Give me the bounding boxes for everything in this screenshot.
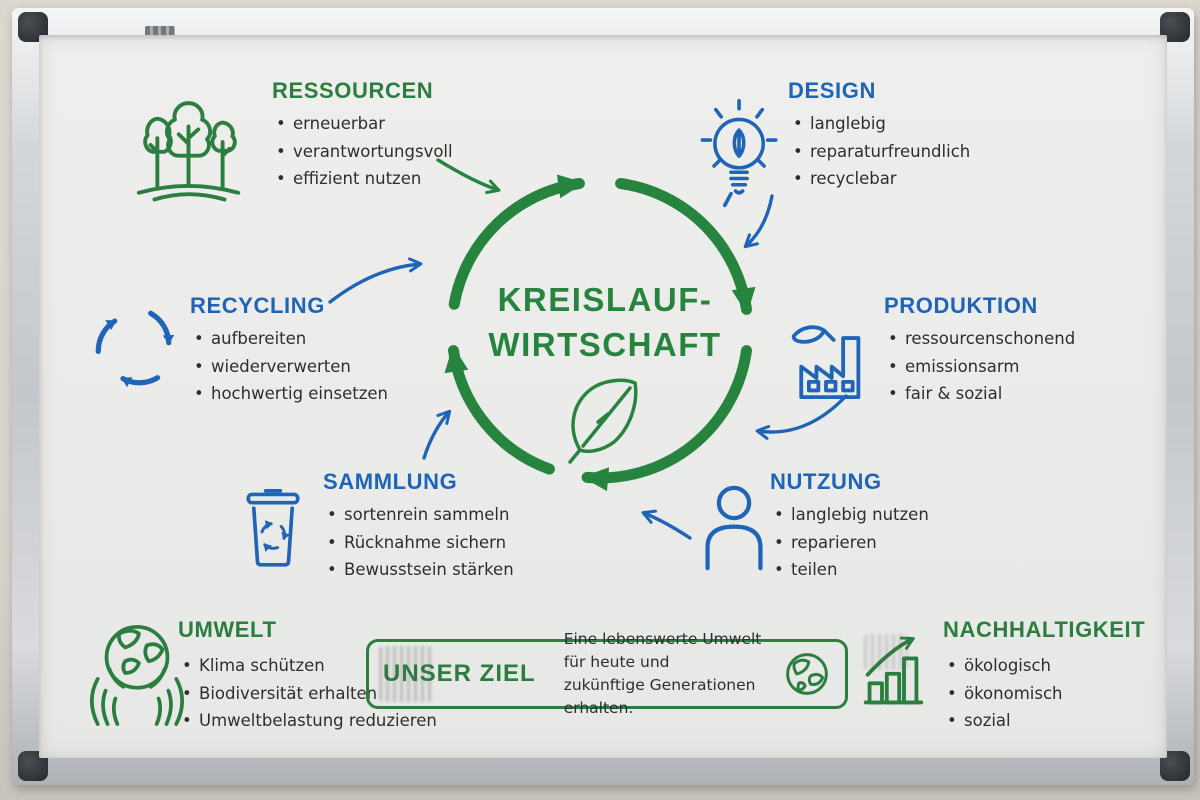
bullet-item: teilen (772, 556, 929, 584)
bullet-item: Bewusstsein stärken (325, 556, 514, 584)
cycle-title-line1: KREISLAUF- (497, 281, 713, 318)
bullet-item: recyclebar (791, 165, 970, 193)
bullet-item: reparaturfreundlich (791, 138, 970, 166)
bullet-item: Rücknahme sichern (325, 529, 514, 557)
section-ressourcen-title: RESSOURCEN (272, 78, 434, 103)
bullet-item: sozial (945, 707, 1063, 735)
bullet-item: ökologisch (945, 652, 1063, 680)
growth-chart-icon (863, 636, 924, 705)
section-produktion-title: PRODUKTION (884, 293, 1038, 318)
lightbulb-leaf-icon (700, 98, 778, 208)
bullet-item: erneuerbar (274, 110, 453, 138)
recycling-arrows-icon (95, 310, 175, 388)
goal-text: Eine lebenswerte Umwelt für heute und zu… (564, 628, 783, 720)
section-sammlung-title: SAMMLUNG (323, 469, 458, 494)
bullet-item: wiederverwerten (192, 353, 388, 381)
trees-icon (136, 101, 241, 202)
goal-text-line1: Eine lebenswerte Umwelt für heute und (563, 630, 762, 671)
section-umwelt-items: Klima schützen Biodiversität erhalten Um… (180, 652, 437, 735)
person-icon (705, 485, 763, 571)
bullet-item: hochwertig einsetzen (192, 380, 388, 408)
factory-leaf-icon (791, 325, 861, 399)
bullet-item: reparieren (772, 529, 929, 557)
trash-recycle-icon (246, 488, 300, 567)
bullet-item: Klima schützen (180, 652, 437, 680)
cycle-title-line2: WIRTSCHAFT (488, 326, 722, 363)
cycle-diagram (444, 174, 756, 492)
globe-icon (786, 653, 828, 695)
section-recycling-title: RECYCLING (190, 293, 325, 318)
bullet-item: effizient nutzen (274, 165, 453, 193)
bullet-item: sortenrein sammeln (325, 501, 514, 529)
eraser-smudge (379, 646, 433, 702)
goal-box: UNSER ZIEL Eine lebenswerte Umwelt für h… (366, 630, 848, 717)
section-design-title: DESIGN (788, 78, 876, 103)
bullet-item: aufbereiten (192, 325, 388, 353)
section-design-items: langlebig reparaturfreundlich recyclebar (791, 110, 970, 193)
section-ressourcen-items: erneuerbar verantwortungsvoll effizient … (274, 110, 453, 193)
section-produktion-items: ressourcenschonend emissionsarm fair & s… (886, 325, 1075, 408)
bullet-item: fair & sozial (886, 380, 1075, 408)
section-nutzung-title: NUTZUNG (770, 469, 882, 494)
section-sammlung-items: sortenrein sammeln Rücknahme sichern Bew… (325, 501, 514, 584)
section-nachhaltigkeit-title: NACHHALTIGKEIT (943, 617, 1146, 642)
eraser-smudge (864, 634, 908, 670)
goal-text-line2: zukünftige Generationen erhalten. (563, 676, 756, 717)
leaf-icon (568, 378, 638, 464)
bullet-item: langlebig nutzen (772, 501, 929, 529)
section-nutzung-items: langlebig nutzen reparieren teilen (772, 501, 929, 584)
section-umwelt-title: UMWELT (178, 617, 277, 642)
bullet-item: ressourcenschonend (886, 325, 1075, 353)
bullet-item: verantwortungsvoll (274, 138, 453, 166)
bullet-item: Biodiversität erhalten (180, 680, 437, 708)
goal-label: UNSER ZIEL (383, 660, 536, 687)
bullet-item: langlebig (791, 110, 970, 138)
bullet-item: Umweltbelastung reduzieren (180, 707, 437, 735)
bullet-item: ökonomisch (945, 680, 1063, 708)
arrow-nutzung-to-cycle (641, 509, 692, 540)
arrow-recycling-to-cycle (328, 257, 423, 304)
section-recycling-items: aufbereiten wiederverwerten hochwertig e… (192, 325, 388, 408)
bullet-item: emissionsarm (886, 353, 1075, 381)
section-nachhaltigkeit-items: ökologisch ökonomisch sozial (945, 652, 1063, 735)
